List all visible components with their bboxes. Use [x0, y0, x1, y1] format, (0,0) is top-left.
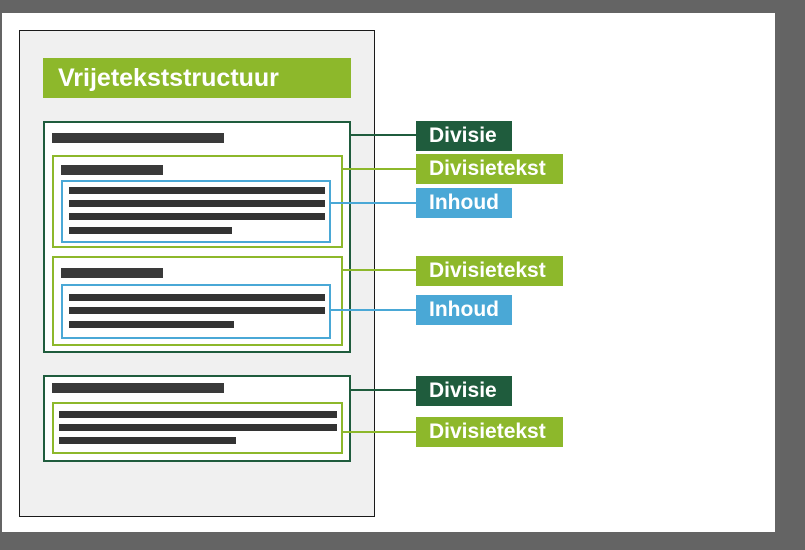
- label-divisietekst-3: Divisietekst: [416, 417, 563, 447]
- text-line-placeholder: [59, 411, 337, 418]
- connector-divisietekst-1: [343, 168, 416, 170]
- connector-divisie-2: [351, 389, 416, 391]
- divisietekst-heading-placeholder-1: [61, 165, 163, 175]
- text-line-placeholder: [69, 321, 234, 328]
- label-inhoud-2: Inhoud: [416, 295, 512, 325]
- diagram-title: Vrijetekststructuur: [43, 58, 351, 98]
- label-divisie-2: Divisie: [416, 376, 512, 406]
- label-inhoud-1: Inhoud: [416, 188, 512, 218]
- divisie-heading-placeholder-1: [52, 133, 224, 143]
- connector-inhoud-2: [331, 309, 416, 311]
- label-divisietekst-2: Divisietekst: [416, 256, 563, 286]
- text-line-placeholder: [59, 424, 337, 431]
- text-line-placeholder: [69, 200, 325, 207]
- text-line-placeholder: [69, 213, 325, 220]
- connector-divisietekst-2: [343, 269, 416, 271]
- label-divisie-1: Divisie: [416, 121, 512, 151]
- text-line-placeholder: [69, 294, 325, 301]
- divisietekst-heading-placeholder-2: [61, 268, 163, 278]
- text-line-placeholder: [59, 437, 236, 444]
- connector-divisietekst-3: [343, 431, 416, 433]
- text-line-placeholder: [69, 187, 325, 194]
- connector-divisie-1: [351, 134, 416, 136]
- divisie-heading-placeholder-2: [52, 383, 224, 393]
- label-divisietekst-1: Divisietekst: [416, 154, 563, 184]
- text-line-placeholder: [69, 227, 232, 234]
- connector-inhoud-1: [331, 202, 416, 204]
- text-line-placeholder: [69, 307, 325, 314]
